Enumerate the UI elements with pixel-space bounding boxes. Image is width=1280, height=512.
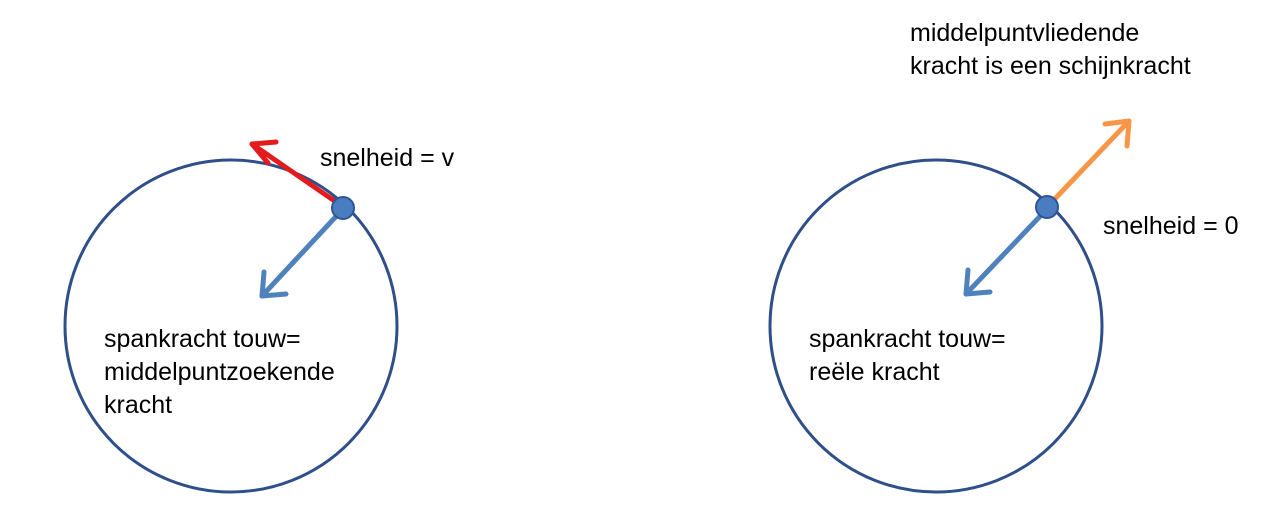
left-tension-label-line3: kracht [104,391,173,419]
right-fictitious-label: middelpuntvliedende kracht is een schijn… [910,17,1191,83]
left-tension-arrow [259,207,345,299]
right-fictitious-label-line1: middelpuntvliedende [910,19,1140,47]
left-ball [331,196,355,220]
left-orbit-circle [63,158,399,494]
right-tension-label-line2: reële kracht [809,358,940,386]
right-tension-arrow [963,207,1049,297]
right-diagram [768,118,1132,494]
left-diagram [63,139,399,494]
right-tension-label: spankracht touw= reële kracht [809,323,1006,389]
right-fictitious-arrow [1047,118,1132,207]
right-velocity-label: snelheid = 0 [1103,212,1239,240]
left-tension-label: spankracht touw= middelpuntzoekende krac… [104,323,335,422]
left-tension-label-line2: middelpuntzoekende [104,358,335,386]
right-fictitious-label-line2: kracht is een schijnkracht [910,52,1191,80]
left-velocity-arrow [249,139,339,205]
right-tension-label-line1: spankracht touw= [809,325,1006,353]
left-tension-label-line1: spankracht touw= [104,325,301,353]
left-velocity-label: snelheid = v [320,144,455,172]
right-ball [1035,195,1059,219]
right-orbit-circle [768,158,1104,494]
